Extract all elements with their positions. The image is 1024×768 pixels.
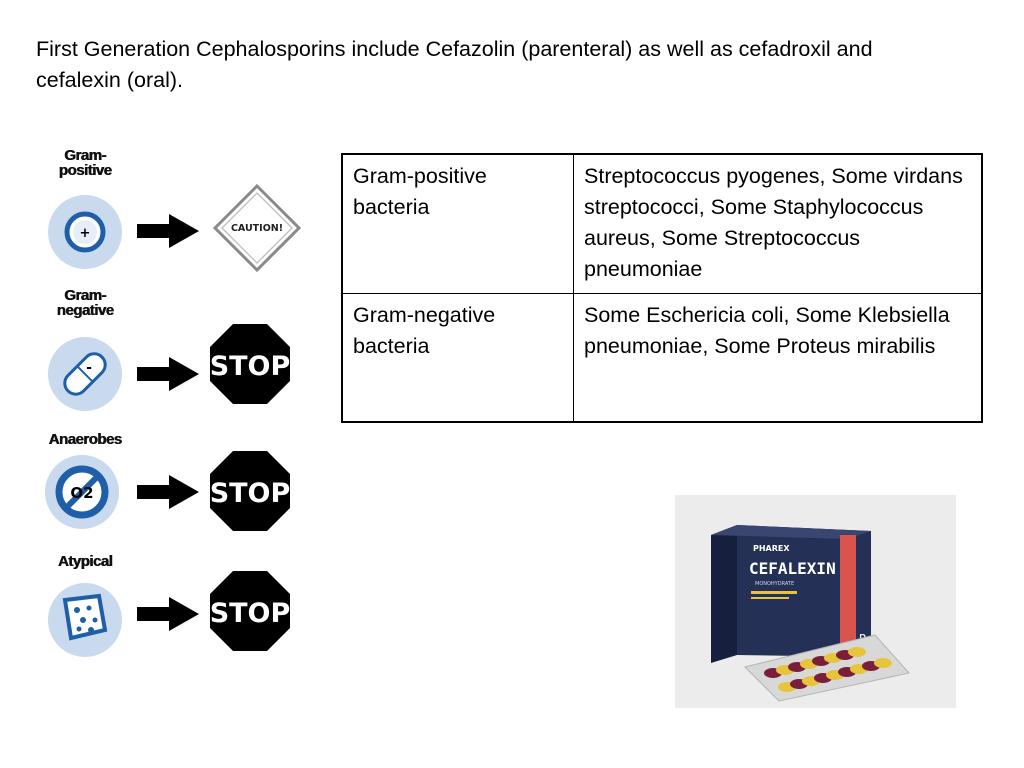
svg-text:O2: O2: [70, 484, 93, 502]
atypical-label: Atypical: [30, 554, 140, 569]
gram-negative-row: Gram- negative - STOP: [30, 282, 310, 422]
anaerobes-label: Anaerobes: [30, 432, 140, 447]
svg-text:STOP: STOP: [210, 478, 291, 509]
atypical-row: Atypical STOP: [30, 552, 310, 692]
label-line-1: Anaerobes: [48, 431, 122, 448]
anaerobes-row: Anaerobes O2 STOP: [30, 428, 310, 568]
svg-text:CEFALEXIN: CEFALEXIN: [749, 559, 836, 578]
table-cell-group: Gram-negative bacteria: [341, 293, 574, 423]
table-cell-organisms: Streptococcus pyogenes, Some virdans str…: [573, 153, 983, 294]
gram-positive-label: Gram- positive: [30, 148, 140, 178]
anaerobes-icon: O2: [45, 455, 119, 529]
caution-sign-icon: CAUTION!: [213, 184, 301, 272]
table-cell-group: Gram-positive bacteria: [341, 153, 574, 294]
svg-text:CAUTION!: CAUTION!: [231, 223, 283, 234]
cefalexin-product-photo: PHAREX CEFALEXIN MONOHYDRATE ℞: [675, 495, 956, 708]
arrow-right-icon: [137, 357, 199, 391]
svg-text:PHAREX: PHAREX: [753, 544, 790, 553]
gram-negative-label: Gram- negative: [30, 288, 140, 318]
table-cell-organisms: Some Eschericia coli, Some Klebsiella pn…: [573, 293, 983, 423]
table-row: Gram-positive bacteria Streptococcus pyo…: [341, 153, 983, 294]
svg-text:+: +: [80, 226, 91, 241]
arrow-right-icon: [137, 597, 199, 631]
svg-text:STOP: STOP: [210, 598, 291, 629]
stop-sign-icon: STOP: [210, 571, 291, 651]
stop-sign-icon: STOP: [210, 324, 291, 404]
label-line-2: negative: [56, 302, 114, 319]
stop-sign-icon: STOP: [210, 451, 291, 531]
arrow-right-icon: [137, 475, 199, 509]
svg-text:STOP: STOP: [210, 351, 291, 382]
label-line-1: Gram-: [64, 147, 106, 164]
gram-positive-icon: +: [48, 195, 122, 269]
label-line-1: Atypical: [57, 553, 113, 570]
table-row: Gram-negative bacteria Some Eschericia c…: [341, 293, 983, 423]
intro-text: First Generation Cephalosporins include …: [36, 37, 873, 92]
gram-positive-row: Gram- positive + CAUTION!: [30, 142, 310, 282]
label-line-1: Gram-: [64, 287, 106, 304]
spectrum-table: Gram-positive bacteria Streptococcus pyo…: [341, 153, 983, 423]
svg-text:MONOHYDRATE: MONOHYDRATE: [755, 581, 794, 587]
label-line-2: positive: [58, 162, 112, 179]
arrow-right-icon: [137, 214, 199, 248]
atypical-icon: [48, 583, 122, 657]
svg-text:-: -: [86, 360, 92, 376]
gram-negative-icon: -: [48, 337, 122, 411]
